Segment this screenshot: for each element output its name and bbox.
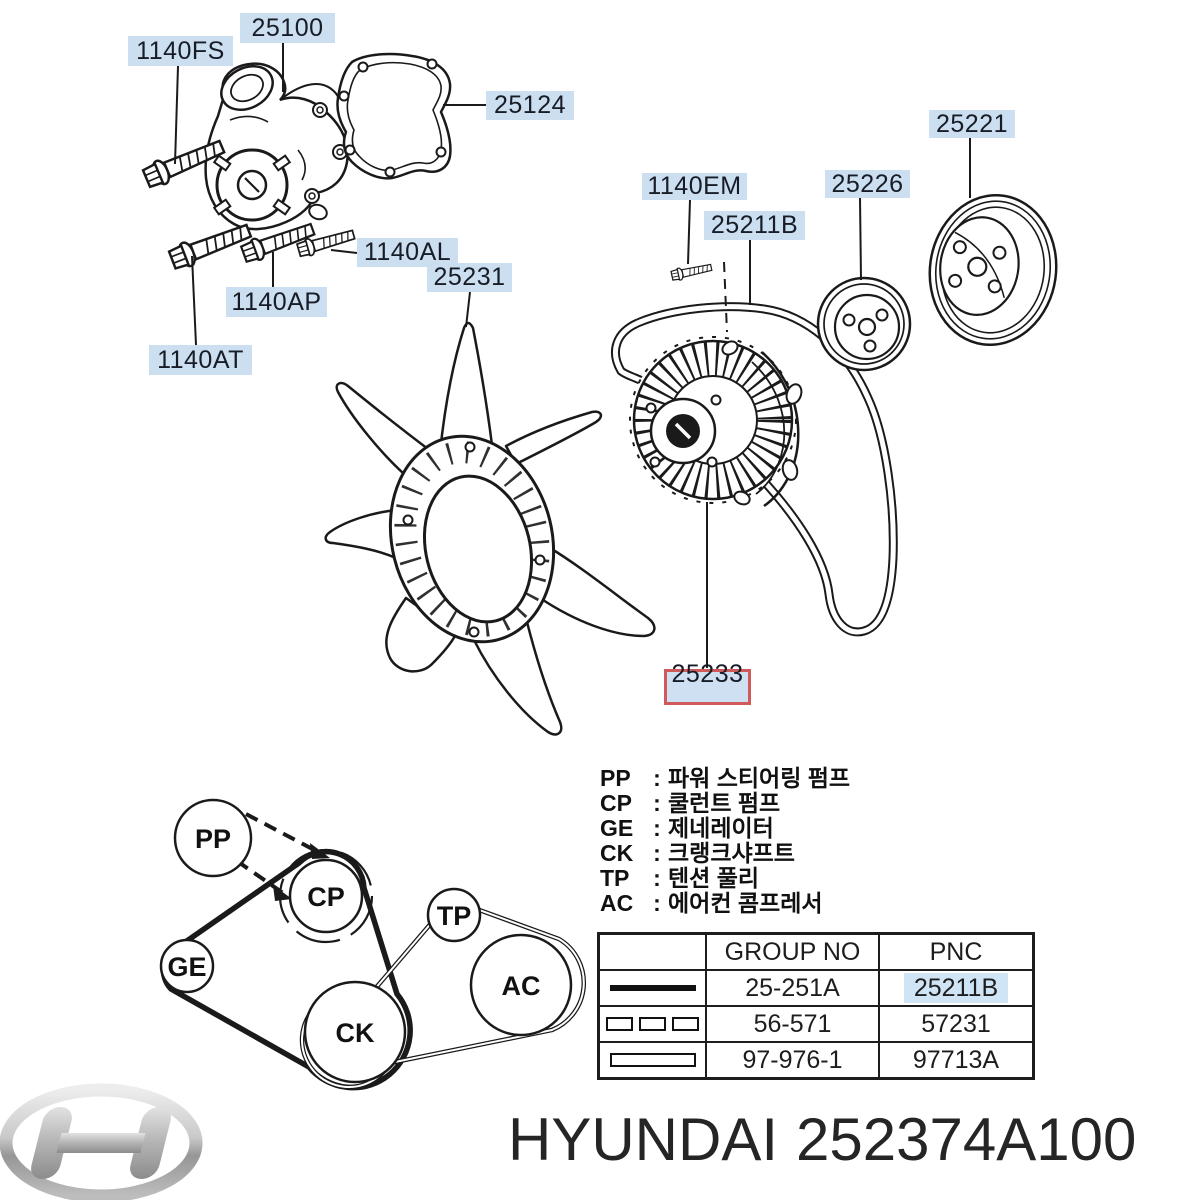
legend-separator: :	[653, 840, 661, 866]
table-header-row: GROUP NO PNC	[597, 932, 1035, 971]
pnc-cell[interactable]: 25211B	[878, 969, 1035, 1007]
legend-row-ck: CK: 크랭크샤프트	[600, 841, 850, 866]
node-cp-circle	[288, 858, 364, 934]
callout-25226[interactable]: 25226	[825, 170, 910, 198]
pnc-value[interactable]: 57231	[921, 1009, 991, 1038]
pnc-cell[interactable]: 57231	[878, 1005, 1035, 1043]
belt-symbol-dashed	[597, 1005, 707, 1043]
arrowhead-icon	[273, 885, 292, 901]
cp-outer-circle	[278, 848, 374, 944]
legend-code: CK	[600, 840, 634, 866]
pnc-value[interactable]: 97713A	[912, 1045, 1000, 1074]
legend-code: TP	[600, 865, 630, 891]
callout-25233-highlighted[interactable]: 25233	[664, 660, 751, 705]
header-symbol	[597, 932, 707, 971]
legend-code: GE	[600, 815, 634, 841]
legend-name: 제네레이터	[668, 815, 774, 841]
pnc-value-highlighted[interactable]: 25211B	[903, 972, 1009, 1003]
bolt-1140at-icon	[166, 217, 255, 273]
legend-code: AC	[600, 890, 634, 916]
part-number: 252374A100	[796, 1106, 1137, 1173]
gasket-drawing	[336, 52, 452, 180]
node-tp-label: TP	[437, 901, 472, 931]
hyundai-logo	[0, 1083, 203, 1200]
callout-25124[interactable]: 25124	[486, 91, 574, 120]
group-no-cell: 25-251A	[705, 969, 880, 1007]
header-pnc: PNC	[878, 932, 1035, 971]
node-ac-label: AC	[502, 971, 541, 1001]
belt-legend: PP: 파워 스티어링 펌프 CP: 쿨런트 펌프 GE: 제네레이터 CK: 크랭크샤…	[600, 766, 850, 916]
group-no-cell: 56-571	[705, 1005, 880, 1043]
callout-1140em[interactable]: 1140EM	[642, 172, 747, 200]
table-row: 25-251A 25211B	[597, 969, 1035, 1007]
footer-part-title: HYUNDAI 252374A100	[508, 1105, 1200, 1174]
legend-separator: :	[653, 765, 661, 791]
legend-separator: :	[653, 815, 661, 841]
node-tp-circle	[426, 887, 482, 943]
node-ck-label: CK	[336, 1018, 375, 1048]
node-pp-circle	[173, 798, 253, 878]
legend-row-tp: TP: 텐션 풀리	[600, 866, 850, 891]
belt-symbol-solid	[597, 969, 707, 1007]
legend-row-ge: GE: 제네레이터	[600, 816, 850, 841]
node-ck-circle	[303, 980, 407, 1084]
node-ac-circle	[469, 933, 573, 1037]
table-row: 97-976-1 97713A	[597, 1041, 1035, 1080]
legend-row-ac: AC: 에어컨 콤프레서	[600, 891, 850, 916]
callout-1140al[interactable]: 1140AL	[357, 238, 458, 267]
legend-name: 파워 스티어링 펌프	[668, 765, 851, 791]
callout-1140ap[interactable]: 1140AP	[226, 287, 327, 317]
callout-1140at[interactable]: 1140AT	[149, 345, 252, 375]
callout-25231[interactable]: 25231	[427, 263, 512, 292]
pnc-cell[interactable]: 97713A	[878, 1041, 1035, 1080]
legend-row-cp: CP: 쿨런트 펌프	[600, 791, 850, 816]
belt-parts-table: GROUP NO PNC 25-251A 25211B 56-571 57231…	[597, 932, 1035, 1080]
belt-routing-diagram: PP CP TP GE CK AC	[159, 798, 587, 1091]
callout-1140fs[interactable]: 1140FS	[128, 36, 233, 66]
legend-name: 쿨런트 펌프	[668, 790, 781, 816]
legend-separator: :	[653, 790, 661, 816]
legend-code: CP	[600, 790, 632, 816]
node-pp-label: PP	[195, 824, 231, 854]
legend-code: PP	[600, 765, 631, 791]
legend-separator: :	[653, 865, 661, 891]
callout-25233-text: 25233	[671, 659, 744, 688]
leader-lines	[174, 43, 971, 668]
legend-name: 텐션 풀리	[668, 865, 760, 891]
legend-separator: :	[653, 890, 661, 916]
callout-25100[interactable]: 25100	[240, 13, 335, 43]
legend-row-pp: PP: 파워 스티어링 펌프	[600, 766, 850, 791]
pump-pulley-drawing	[816, 276, 912, 372]
table-row: 56-571 57231	[597, 1005, 1035, 1043]
fan-pulley-drawing	[928, 193, 1058, 347]
bolt-1140em-icon	[670, 260, 714, 283]
belt-symbol-outline	[597, 1041, 707, 1080]
fan-drawing	[324, 321, 656, 736]
node-ge-circle	[159, 938, 215, 994]
brand-name: HYUNDAI	[508, 1106, 779, 1173]
legend-name: 에어컨 콤프레서	[668, 890, 823, 916]
node-cp-label: CP	[307, 882, 345, 912]
node-ge-label: GE	[167, 952, 206, 982]
header-group-no: GROUP NO	[705, 932, 880, 971]
callout-25221[interactable]: 25221	[929, 110, 1015, 138]
legend-name: 크랭크샤프트	[668, 840, 795, 866]
water-pump-drawing	[204, 62, 349, 231]
callout-25211b[interactable]: 25211B	[704, 211, 805, 240]
fan-clutch-drawing	[629, 336, 803, 508]
group-no-cell: 97-976-1	[705, 1041, 880, 1080]
